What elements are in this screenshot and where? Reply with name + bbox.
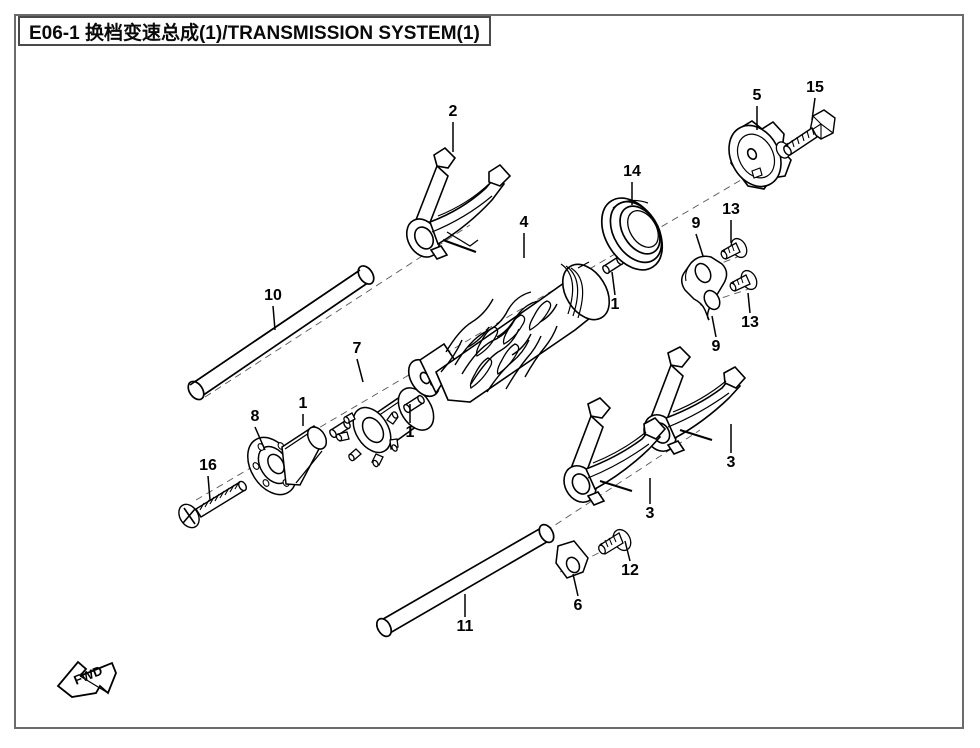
leader-line-stopper-plate	[572, 573, 579, 597]
part-shift-cam-plate	[728, 120, 792, 190]
callout-number-stopper-bolt: 12	[621, 562, 639, 579]
callout-number-phillips-screw: 16	[199, 457, 217, 474]
leader-line-star-wheel	[356, 358, 364, 383]
callout-number-shift-cam-plate: 5	[752, 87, 762, 104]
part-flange-bolt-b	[729, 269, 758, 292]
callout-number-stopper-plate: 6	[573, 597, 583, 614]
part-shift-drum	[407, 261, 611, 403]
callout-number-flange-bolt: 13	[741, 314, 759, 331]
part-bearing-flange	[247, 424, 328, 496]
part-shift-fork-upper	[405, 146, 512, 260]
part-flange-bolt-a	[720, 237, 748, 260]
leader-line-guide-plate	[711, 315, 717, 338]
part-stopper-plate	[555, 540, 589, 579]
callout-number-bearing-seal: 14	[623, 163, 641, 180]
callout-number-hex-bolt: 15	[806, 79, 824, 96]
callout-number-shift-drum: 4	[519, 214, 529, 231]
part-bearing-seal	[600, 197, 664, 271]
leader-line-fork-shaft-long	[272, 305, 276, 331]
callout-number-fork-shaft-long: 10	[264, 287, 282, 304]
callout-number-shift-fork-upper: 2	[448, 103, 458, 120]
callout-number-fork-shaft-short: 11	[456, 618, 474, 635]
callout-number-flange-bolt: 13	[722, 201, 740, 218]
diagram-title-box: E06-1 换档变速总成(1)/TRANSMISSION SYSTEM(1)	[18, 16, 491, 46]
leader-line-stopper-bolt	[624, 540, 631, 562]
leader-line-flange-bolt	[747, 292, 751, 314]
part-fork-shaft-long	[187, 265, 375, 401]
callout-number-guide-plate: 9	[711, 338, 721, 355]
part-stopper-bolt	[598, 528, 632, 555]
callout-number-dowel-pin: 1	[298, 395, 308, 412]
callout-number-guide-plate: 9	[691, 215, 701, 232]
page-border	[14, 14, 964, 729]
leader-line-hex-bolt	[811, 97, 816, 121]
fwd-orientation-marker: FWD	[56, 660, 117, 698]
leader-line-bearing-flange	[254, 426, 266, 451]
callout-number-shift-fork-left: 3	[645, 505, 655, 522]
part-hex-bolt	[783, 109, 836, 157]
part-phillips-screw	[178, 480, 247, 529]
leader-line-phillips-screw	[207, 475, 211, 501]
part-fork-shaft-short	[375, 523, 555, 638]
callout-number-star-wheel: 7	[352, 340, 362, 357]
page-title: E06-1 换档变速总成(1)/TRANSMISSION SYSTEM(1)	[29, 22, 480, 44]
callout-number-bearing-flange: 8	[250, 408, 260, 425]
callout-number-shift-fork-right: 3	[726, 454, 736, 471]
part-shift-fork-left	[563, 397, 667, 506]
callout-number-dowel-pin: 1	[405, 424, 415, 441]
leader-line-dowel-pin	[611, 271, 616, 296]
callout-leader-lines	[207, 97, 816, 617]
part-guide-plate	[681, 255, 728, 321]
leader-line-guide-plate	[695, 233, 704, 257]
callout-number-dowel-pin: 1	[610, 296, 620, 313]
